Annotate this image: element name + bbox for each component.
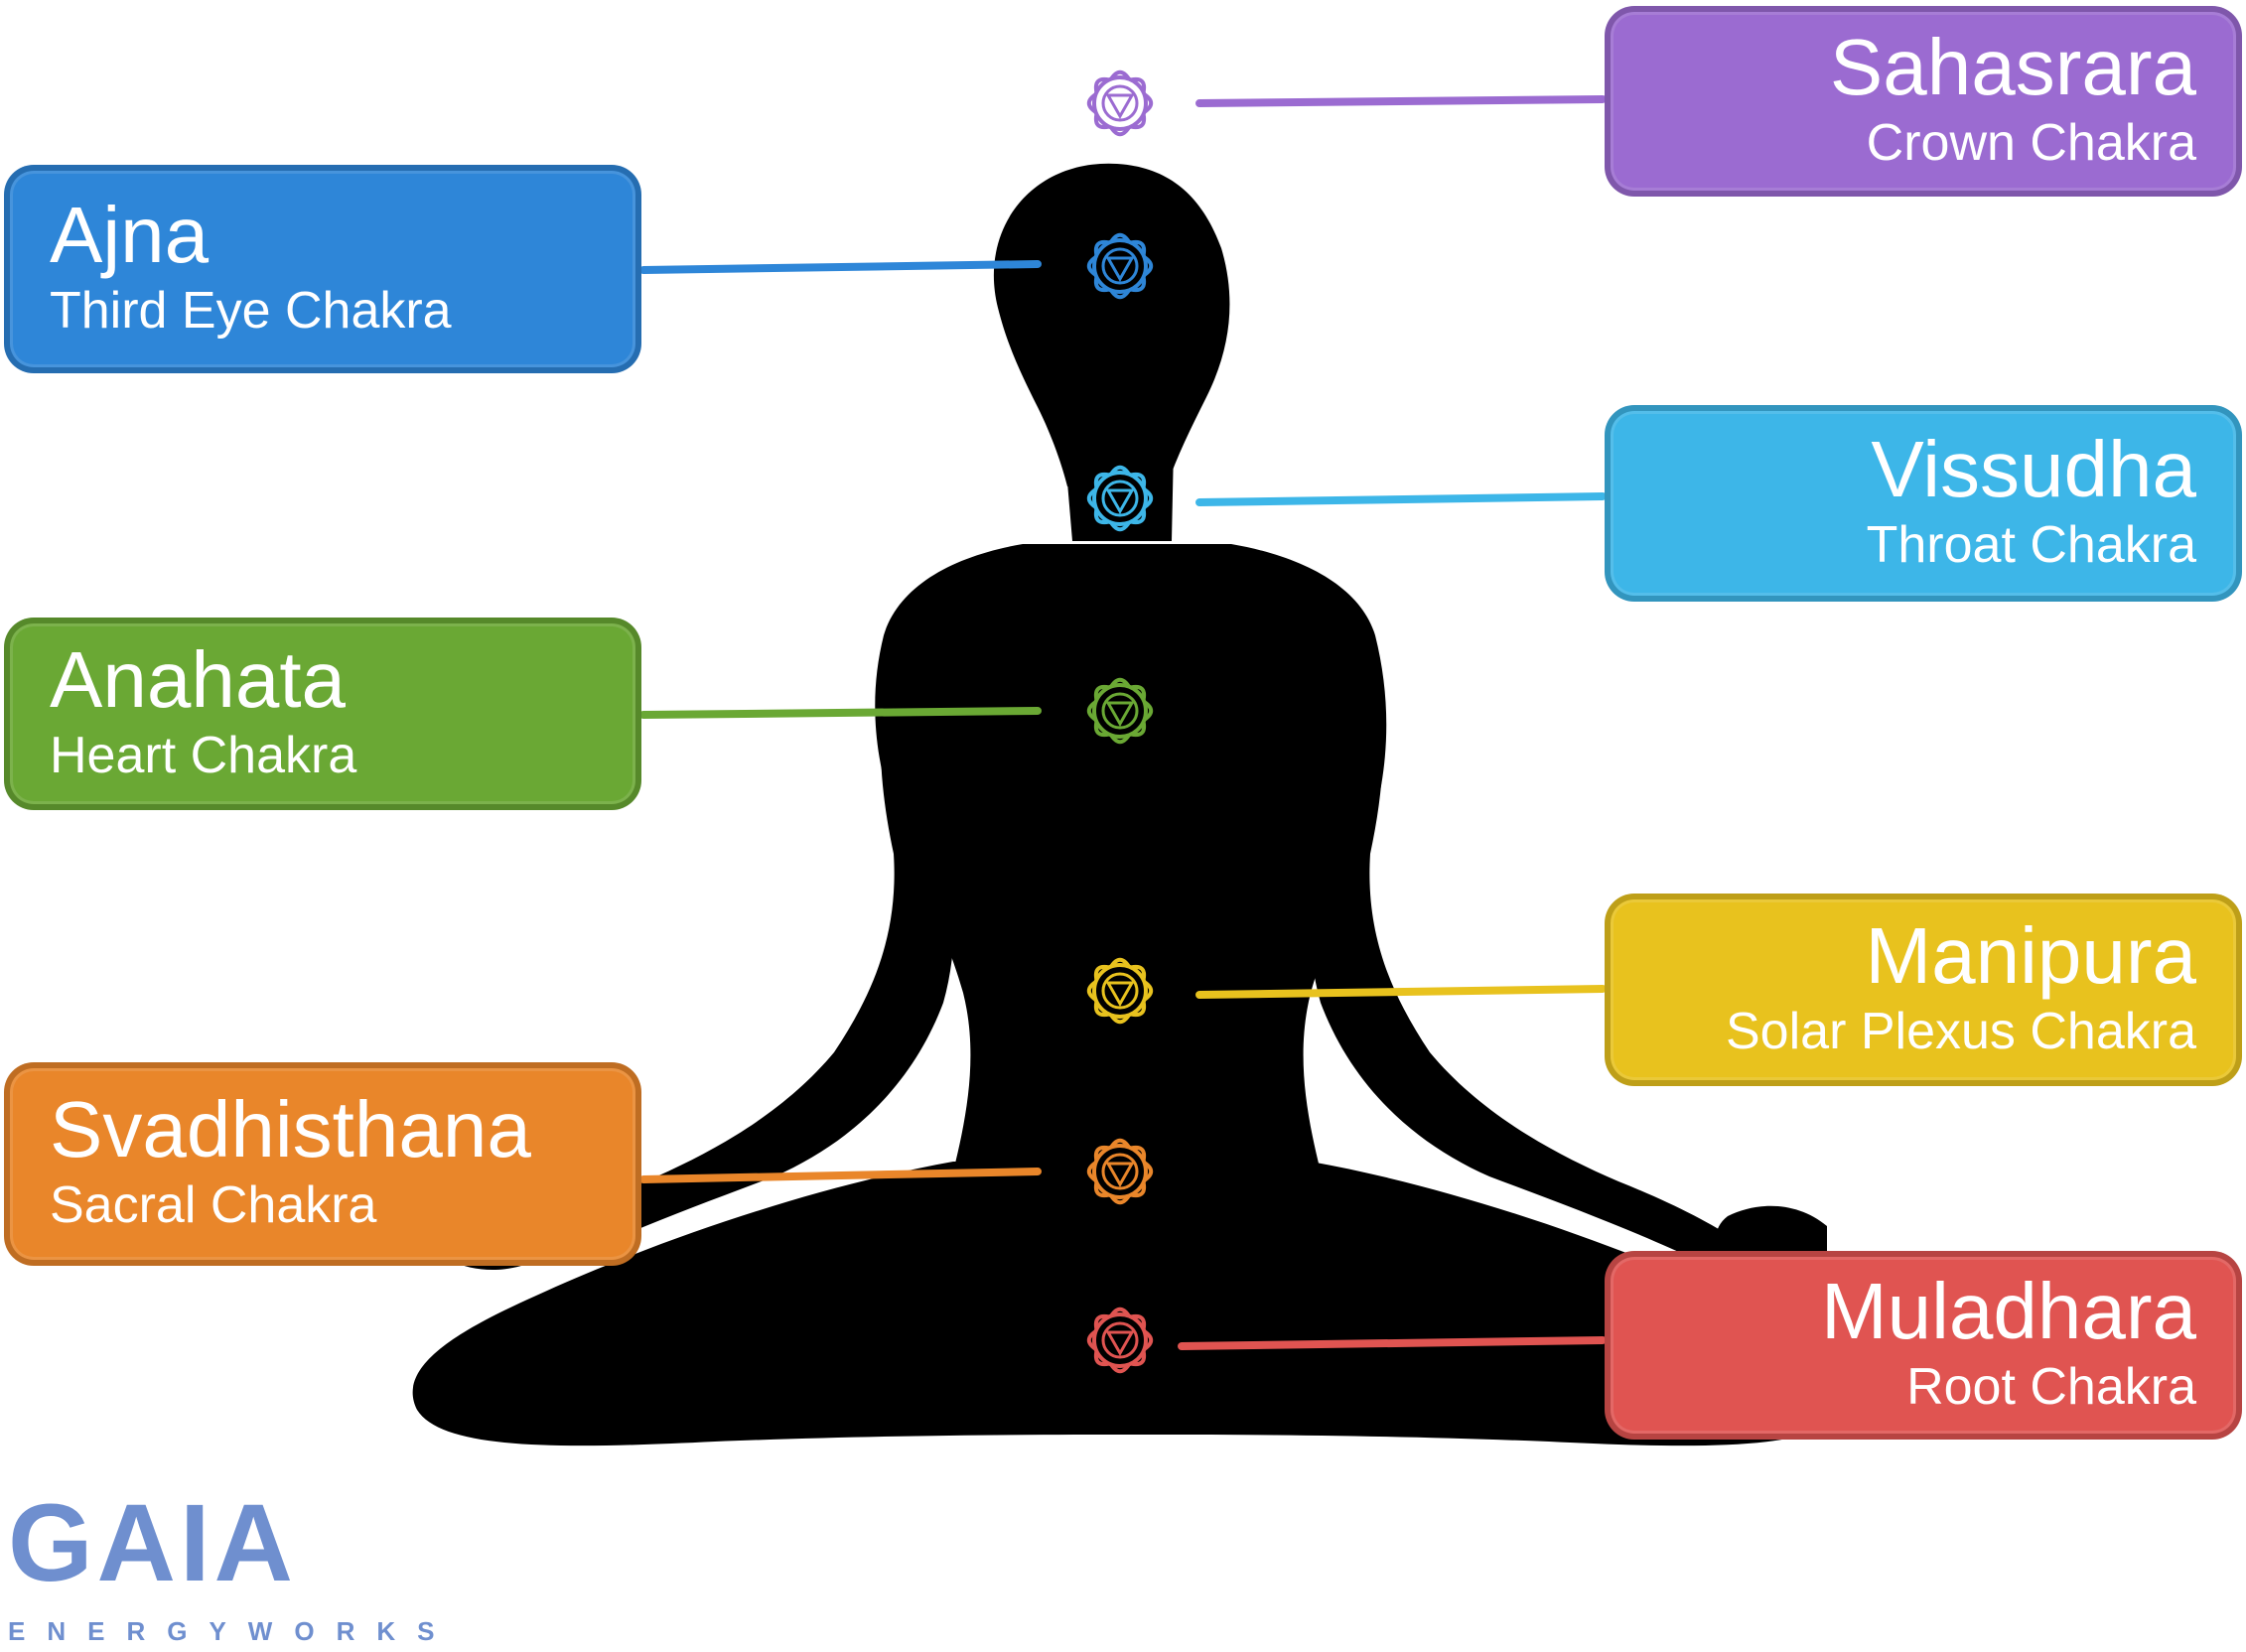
sahasrara-chakra-icon bbox=[1086, 69, 1154, 137]
chakra-name: Manipura bbox=[1865, 910, 2196, 1000]
chakra-name: Ajna bbox=[50, 190, 210, 279]
chakra-subtitle: Third Eye Chakra bbox=[50, 281, 452, 340]
chakra-name: Muladhara bbox=[1820, 1266, 2196, 1355]
connector-lines bbox=[639, 95, 1607, 1350]
chakra-symbols bbox=[1086, 69, 1154, 1374]
chakra-name: Svadhisthana bbox=[50, 1085, 531, 1173]
connector-svadhisthana bbox=[639, 1168, 1042, 1183]
chakra-name: Anahata bbox=[50, 634, 347, 724]
meditating-figure-silhouette bbox=[412, 163, 1852, 1446]
connector-vissudha bbox=[1195, 492, 1607, 506]
chakra-subtitle: Solar Plexus Chakra bbox=[1726, 1002, 2196, 1060]
vissudha-chakra-icon bbox=[1086, 465, 1154, 532]
manipura-chakra-icon bbox=[1086, 957, 1154, 1025]
connector-sahasrara bbox=[1195, 95, 1607, 107]
chakra-name: Sahasrara bbox=[1829, 22, 2196, 111]
connector-manipura bbox=[1195, 985, 1607, 999]
chakra-subtitle: Heart Chakra bbox=[50, 726, 357, 784]
gaia-logo: GAIA ENERGYWORKS bbox=[0, 1482, 434, 1652]
chakra-subtitle: Throat Chakra bbox=[1866, 515, 2196, 574]
svadhisthana-chakra-icon bbox=[1086, 1138, 1154, 1205]
chakra-subtitle: Crown Chakra bbox=[1866, 113, 2196, 172]
connector-ajna bbox=[639, 260, 1042, 274]
chakra-subtitle: Root Chakra bbox=[1906, 1357, 2196, 1416]
chakra-subtitle: Sacral Chakra bbox=[50, 1176, 377, 1234]
connector-muladhara bbox=[1178, 1336, 1607, 1350]
ajna-chakra-icon bbox=[1086, 232, 1154, 300]
logo-wordmark: GAIA bbox=[8, 1482, 297, 1604]
logo-subtitle: ENERGYWORKS bbox=[8, 1616, 457, 1646]
muladhara-chakra-icon bbox=[1086, 1307, 1154, 1374]
chakra-name: Vissudha bbox=[1871, 424, 2196, 513]
connector-anahata bbox=[639, 707, 1042, 719]
anahata-chakra-icon bbox=[1086, 677, 1154, 745]
